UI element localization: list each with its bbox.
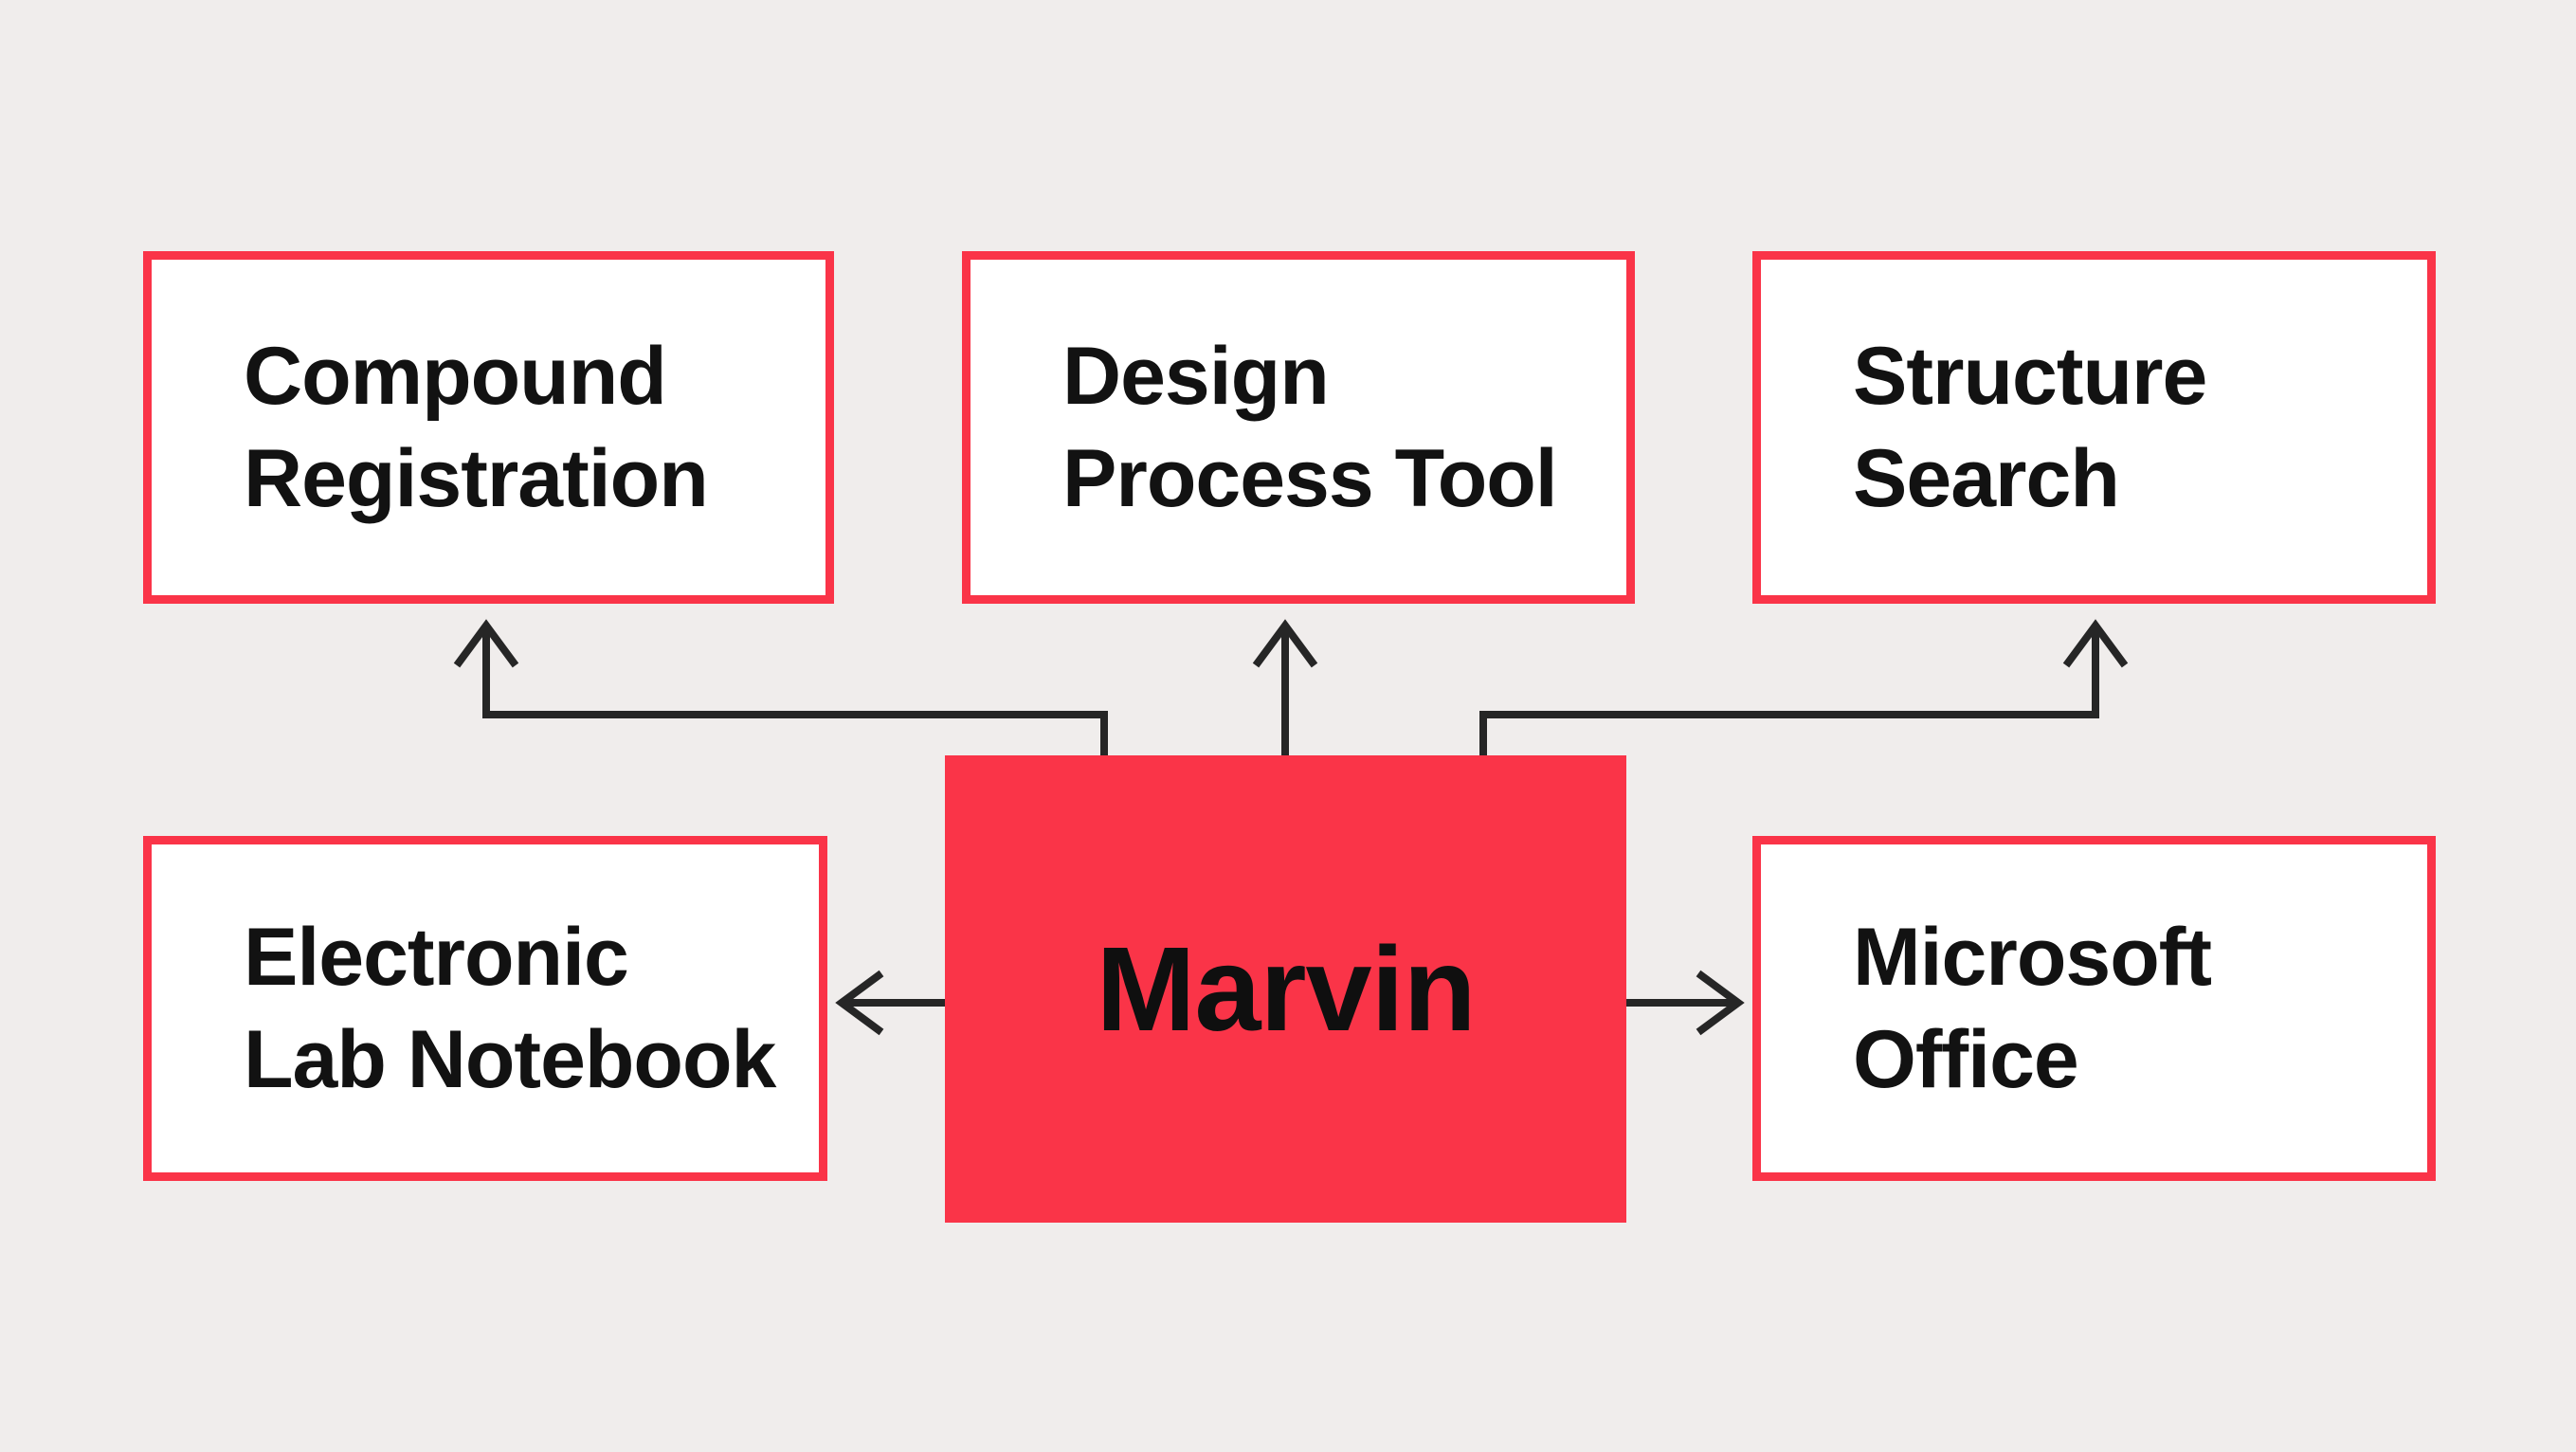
arrow-marvin-to-microsoft-office [1626, 970, 1745, 1036]
node-label-line: Electronic [244, 912, 629, 1003]
node-label-line: Process Tool [1062, 433, 1558, 524]
node-label-line: Microsoft [1853, 912, 2212, 1003]
node-marvin-center: Marvin [945, 755, 1626, 1223]
arrowhead-right-icon [1696, 970, 1745, 1036]
node-label-line: Compound [244, 331, 667, 422]
node-label-line: Office [1853, 1014, 2079, 1105]
arrow-marvin-to-design-process-tool [1252, 619, 1318, 755]
node-label-line: Registration [244, 433, 709, 524]
arrow-marvin-to-electronic-lab-notebook [835, 970, 945, 1036]
node-structure-search: Structure Search [1752, 251, 2436, 604]
node-microsoft-office: Microsoft Office [1752, 836, 2436, 1181]
arrow-marvin-to-structure-search [1479, 619, 2129, 755]
arrowhead-up-icon [453, 619, 519, 668]
node-electronic-lab-notebook: Electronic Lab Notebook [143, 836, 827, 1181]
node-label-line: Structure [1853, 331, 2207, 422]
node-label-line: Design [1062, 331, 1330, 422]
arrow-marvin-to-compound-registration [453, 619, 1108, 755]
node-compound-registration: Compound Registration [143, 251, 834, 604]
arrowhead-up-icon [2062, 619, 2129, 668]
arrowhead-up-icon [1252, 619, 1318, 668]
arrowhead-left-icon [835, 970, 884, 1036]
node-label-line: Lab Notebook [244, 1014, 776, 1105]
node-design-process-tool: Design Process Tool [962, 251, 1635, 604]
marvin-label: Marvin [1096, 922, 1476, 1056]
node-label-line: Search [1853, 433, 2120, 524]
